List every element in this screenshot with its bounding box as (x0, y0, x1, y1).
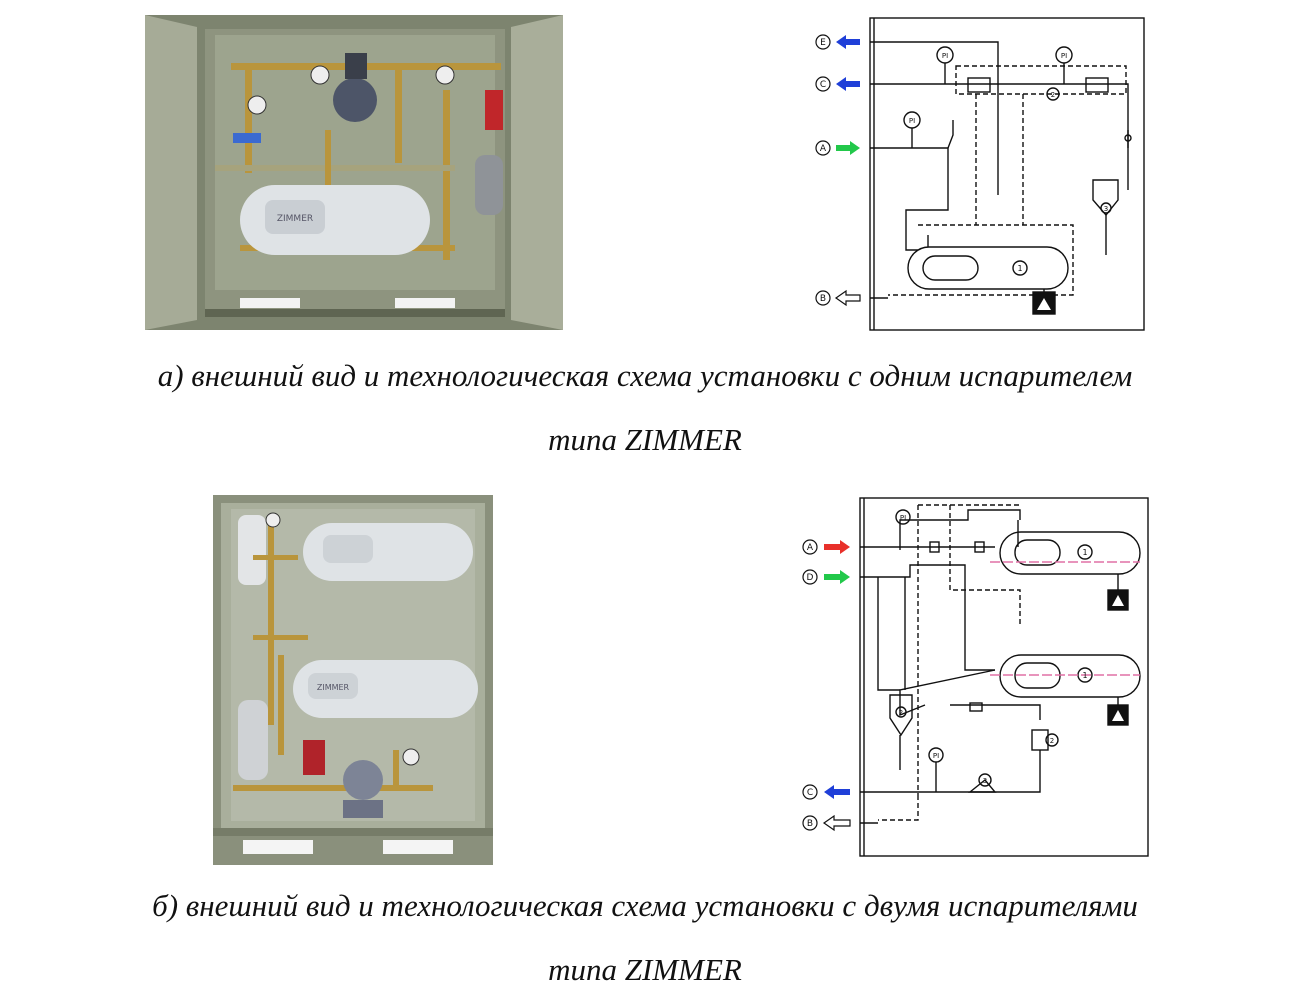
schema-b-number-1a: 1 (1082, 548, 1087, 557)
schema-b-number-2b: 2 (899, 709, 903, 717)
schema-b-marker-c: C (807, 788, 813, 798)
schema-a-gauge-3: PI (909, 117, 915, 125)
schema-a-number-3: 3 (1104, 205, 1108, 213)
figure-a-photo: ZIMMER (145, 15, 563, 330)
schema-b-gauge-2: PI (933, 752, 939, 760)
figure-b-photo: ZIMMER (213, 495, 493, 865)
schema-a-marker-c: C (820, 80, 826, 90)
schema-b-number-2a: 2 (1050, 737, 1054, 745)
schema-b-marker-a: A (807, 543, 814, 553)
schema-a-number-2: 2 (1051, 91, 1055, 99)
schema-a-gauge-1: PI (942, 52, 948, 60)
figure-a-caption-line2: типа ZIMMER (548, 422, 742, 457)
schema-a-marker-e: E (820, 38, 826, 48)
schema-b-number-3: 3 (983, 777, 987, 785)
schema-a-gauge-2: PI (1061, 52, 1067, 60)
schema-a-number-1: 1 (1017, 264, 1022, 273)
figure-a-caption-line1: а) внешний вид и технологическая схема у… (157, 358, 1133, 393)
photo-a-vessel-label: ZIMMER (277, 214, 313, 224)
figure-b-schema: A D C B PI PI 1 1 2 2 3 (790, 490, 1160, 865)
figure-b-caption-line2: типа ZIMMER (548, 952, 742, 987)
figure-b-caption-line1: б) внешний вид и технологическая схема у… (152, 888, 1138, 923)
schema-a-marker-b: B (820, 294, 826, 304)
schema-a-marker-a: A (820, 144, 827, 154)
schema-b-number-1b: 1 (1082, 671, 1087, 680)
schema-b-gauge-1: PI (900, 514, 906, 522)
figure-a-schema: E C A B PI PI PI 1 2 3 (808, 10, 1153, 335)
schema-b-marker-d: D (807, 573, 814, 583)
schema-b-marker-b: B (807, 819, 813, 829)
photo-b-vessel-label: ZIMMER (317, 683, 350, 692)
